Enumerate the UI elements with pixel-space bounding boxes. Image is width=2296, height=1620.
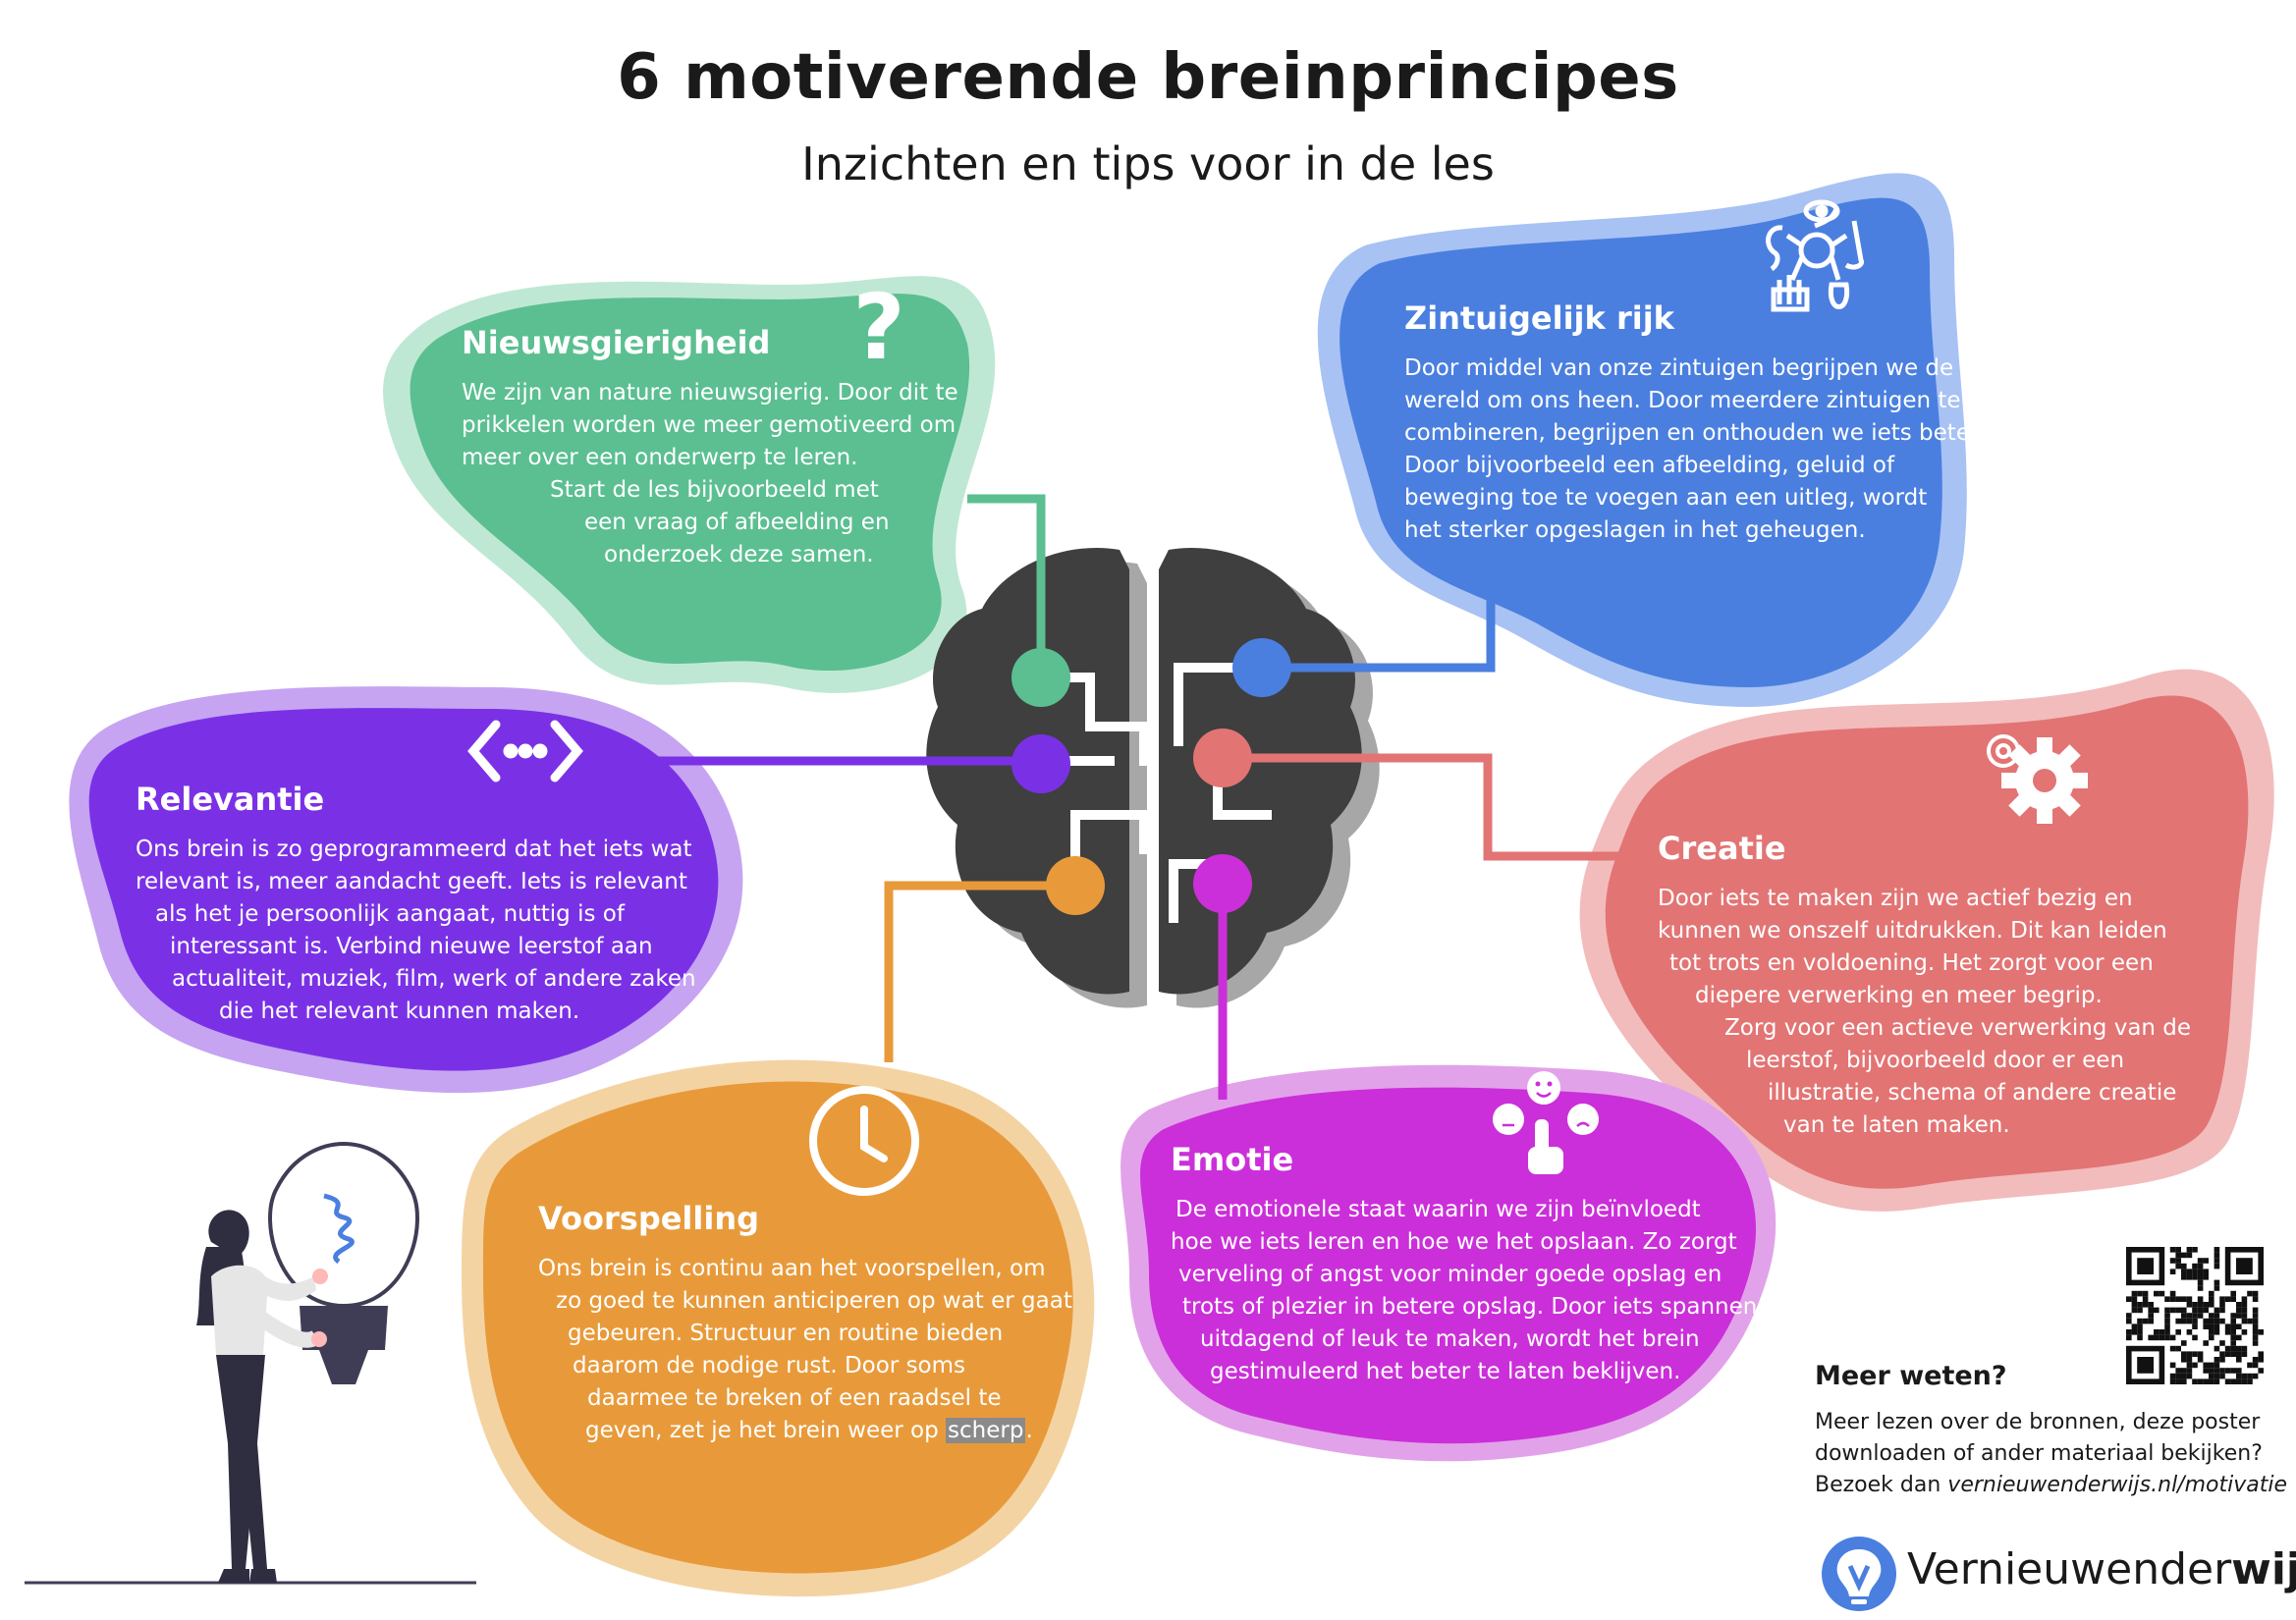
card-line-punct: . [1025,1418,1033,1443]
card-line: onderzoek deze samen. [604,542,874,567]
brand-name: Vernieuwenderwijs [1907,1544,2296,1594]
card-line: geven, zet je het brein weer op scherp. [538,1415,1072,1447]
card-title: Creatie [1658,830,1786,867]
more-visit-prefix: Bezoek dan [1815,1473,1948,1497]
connector-dots [1011,638,1291,915]
card-line: actualiteit, muziek, film, werk of ander… [172,966,696,992]
card-line: Door middel van onze zintuigen begrijpen… [1404,355,1954,381]
emotion-faces-icon [1493,1071,1599,1174]
card-line: leerstof, bijvoorbeeld door er een [1746,1048,2125,1073]
clock-icon [809,1086,919,1196]
page-subtitle: Inzichten en tips voor in de les [801,137,1495,190]
card-line: een vraag of afbeelding en [584,510,890,535]
card-body: De emotionele staat waarin we zijn beïnv… [1171,1194,1778,1388]
card-line: interessant is. Verbind nieuwe leerstof … [170,934,653,959]
brand-logo-icon [1822,1537,1896,1611]
card-body: Ons brein is zo geprogrammeerd dat het i… [136,834,696,1028]
card-line: daarom de nodige rust. Door soms [573,1353,966,1378]
card-line: Door iets te maken zijn we actief bezig … [1658,886,2133,911]
brain [926,548,1380,1008]
more-link[interactable]: vernieuwenderwijs.nl/motivatie [1947,1473,2287,1497]
card-creatie: Creatie Door iets te maken zijn we actie… [1658,830,2191,1142]
card-line: van te laten maken. [1783,1112,2010,1138]
card-emotie: Emotie De emotionele staat waarin we zij… [1171,1141,1778,1388]
qr-code [2126,1247,2264,1384]
svg-text:?: ? [852,275,904,380]
blob-relevantie [69,686,743,1094]
more-line: downloaden of ander materiaal bekijken? [1815,1441,2263,1466]
blob-voorspelling [462,1059,1095,1597]
card-nieuwsgierigheid: Nieuwsgierigheid We zijn van nature nieu… [462,324,958,571]
card-line: illustratie, schema of andere creatie [1768,1080,2177,1106]
card-line: prikkelen worden we meer gemotiveerd om [462,412,957,438]
card-body: We zijn van nature nieuwsgierig. Door di… [462,377,958,571]
card-title: Nieuwsgierigheid [462,324,771,361]
card-title: Emotie [1171,1141,1294,1178]
card-title: Zintuigelijk rijk [1404,299,1674,337]
more-line: Meer lezen over de bronnen, deze poster [1815,1410,2261,1434]
brand-name-regular: Vernieuwender [1907,1544,2232,1594]
card-line: als het je persoonlijk aangaat, nuttig i… [155,901,625,927]
blob-nieuwsgierigheid [383,276,996,693]
card-zintuigelijk: Zintuigelijk rijk Door middel van onze z… [1404,299,1985,547]
card-line: hoe we iets leren en hoe we het opslaan.… [1171,1229,1737,1255]
page-title: 6 motiverende breinprincipes [617,41,1679,114]
more-body: Meer lezen over de bronnen, deze poster … [1815,1407,2287,1501]
card-line: Ons brein is zo geprogrammeerd dat het i… [136,837,692,862]
card-line: wereld om ons heen. Door meerdere zintui… [1404,388,1961,413]
card-body: Door iets te maken zijn we actief bezig … [1658,883,2191,1142]
card-relevantie: Relevantie Ons brein is zo geprogrammeer… [136,781,696,1028]
card-body: Door middel van onze zintuigen begrijpen… [1404,352,1985,547]
card-title: Voorspelling [538,1200,760,1237]
card-line: kunnen we onszelf uitdrukken. Dit kan le… [1658,918,2167,944]
code-brackets-icon [467,720,583,783]
brand-name-bold: wijs [2231,1544,2296,1594]
woman-lightbulb-illustration [25,1141,476,1585]
card-line: daarmee te breken of een raadsel te [587,1385,1002,1411]
senses-icon [1766,199,1864,312]
card-line: meer over een onderwerp te leren. [462,445,858,470]
card-line: zo goed te kunnen anticiperen op wat er … [556,1288,1072,1314]
blob-creatie [1579,669,2274,1212]
connectors [629,494,1630,1100]
card-body: Ons brein is continu aan het voorspellen… [538,1253,1072,1447]
card-line: beweging toe te voegen aan een uitleg, w… [1404,485,1928,511]
more-info: Meer weten? Meer lezen over de bronnen, … [1815,1361,2287,1501]
card-line: het sterker opgeslagen in het geheugen. [1404,517,1866,543]
card-line: trots of plezier in betere opslag. Door … [1182,1294,1779,1320]
card-line: diepere verwerking en meer begrip. [1695,983,2103,1008]
card-line: Zorg voor een actieve verwerking van de [1724,1015,2192,1041]
card-title: Relevantie [136,781,325,818]
card-line: relevant is, meer aandacht geeft. Iets i… [136,869,687,894]
more-visit-line: Bezoek dan vernieuwenderwijs.nl/motivati… [1815,1470,2287,1501]
card-line: We zijn van nature nieuwsgierig. Door di… [462,380,958,405]
card-line: Start de les bijvoorbeeld met [550,477,879,503]
question-mark-icon: ? [852,275,904,380]
card-line: gebeuren. Structuur en routine bieden [568,1321,1004,1346]
card-line: Door bijvoorbeeld een afbeelding, geluid… [1404,453,1895,478]
highlighted-word: scherp [946,1418,1026,1443]
card-voorspelling: Voorspelling Ons brein is continu aan he… [538,1200,1072,1447]
card-line: Ons brein is continu aan het voorspellen… [538,1256,1046,1281]
card-line: tot trots en voldoening. Het zorgt voor … [1669,950,2154,976]
card-line-text: geven, zet je het brein weer op [585,1418,939,1443]
card-line: die het relevant kunnen maken. [219,999,580,1024]
card-line: combineren, begrijpen en onthouden we ie… [1404,420,1985,446]
card-line: De emotionele staat waarin we zijn beïnv… [1175,1197,1701,1222]
card-line: verveling of angst voor minder goede ops… [1178,1262,1722,1287]
more-title: Meer weten? [1815,1361,2007,1391]
card-line: gestimuleerd het beter te laten beklijve… [1210,1359,1681,1384]
blob-emotie [1121,1064,1777,1462]
card-line: uitdagend of leuk te maken, wordt het br… [1200,1326,1700,1352]
